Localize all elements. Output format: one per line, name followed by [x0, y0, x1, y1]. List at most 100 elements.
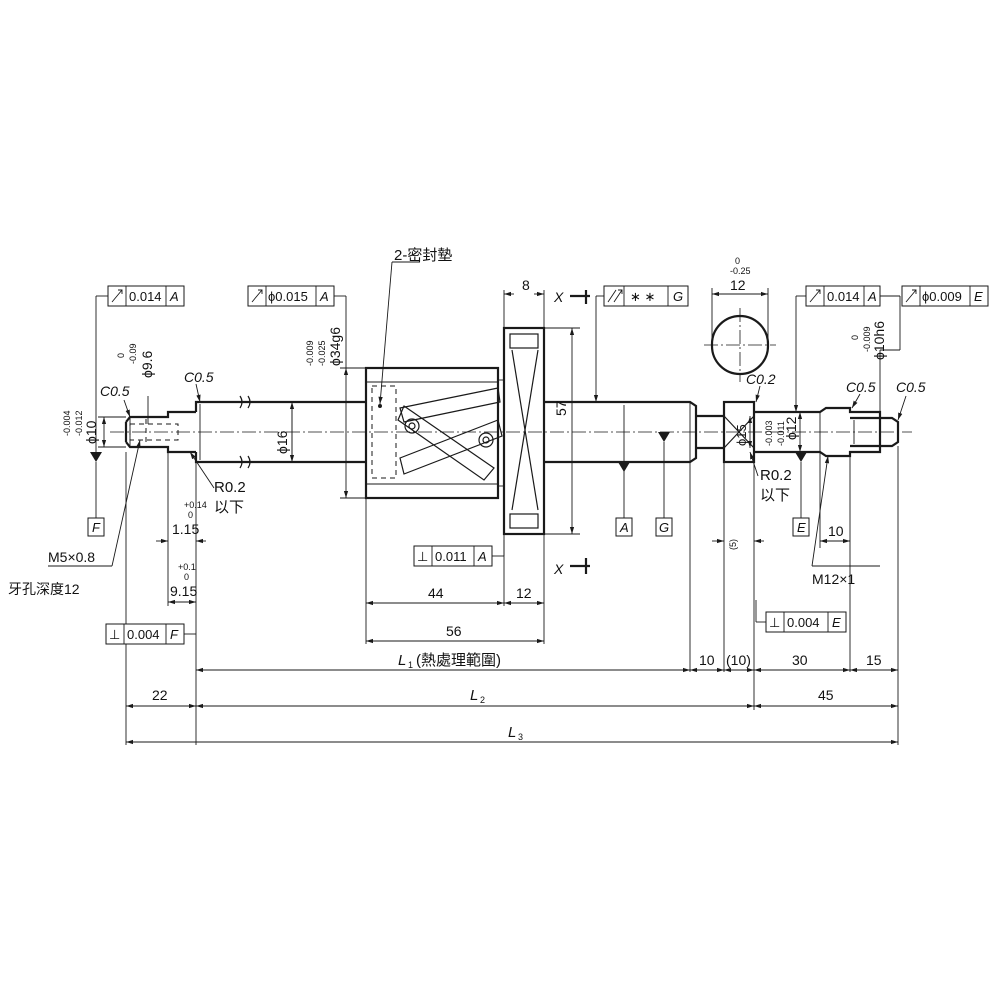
svg-text:E: E	[797, 520, 806, 535]
r02-right: R0.2	[760, 467, 792, 484]
dim-915: 9.15	[170, 583, 197, 599]
dim-57: 57	[553, 400, 569, 416]
dim-22: 22	[152, 687, 168, 703]
shaft-right-section	[544, 400, 698, 464]
perp-datum-f: F	[170, 627, 179, 642]
perp-value-nut: 0.011	[435, 549, 467, 564]
perp-datum-e: E	[832, 615, 841, 630]
perp-datum-nut: A	[477, 549, 487, 564]
l3-sub: 3	[518, 732, 523, 742]
tol-01-up: +0.1	[178, 562, 196, 572]
dim-115: 1.15	[172, 521, 199, 537]
nut-flange	[498, 326, 546, 536]
datum-box-a: A	[615, 517, 633, 537]
chamfer-c05-a: C0.5	[100, 383, 130, 399]
dim-45: 45	[818, 687, 834, 703]
dim-30: 30	[792, 652, 808, 668]
phi12-label: ϕ12	[783, 416, 799, 440]
dim-5: (5)	[728, 539, 738, 550]
dim-8: 8	[522, 277, 530, 293]
svg-text:F: F	[92, 520, 101, 535]
tolerance-frame-right: 0.014 A	[805, 285, 881, 307]
tol-114-lo: 0	[188, 510, 193, 520]
phi10-tol-lo: -0.012	[74, 410, 84, 436]
tolerance-frame-phi009: ϕ0.009 E	[901, 285, 989, 307]
phi96-tol-up: 0	[116, 353, 126, 358]
tol-datum-right: A	[867, 289, 877, 304]
tolerance-frame-phi015: ϕ0.015 A	[247, 285, 335, 307]
m12-label: M12×1	[812, 571, 855, 587]
tol-114-up: +0.14	[184, 500, 207, 510]
phi96-label: ϕ9.6	[139, 350, 155, 378]
phi10-label: ϕ10	[83, 420, 99, 444]
dim-12-tol-lo: -0.25	[730, 266, 751, 276]
phi34-tol-lo: -0.025	[317, 340, 327, 366]
left-end-bottom	[125, 441, 196, 454]
dimension-lines	[98, 288, 899, 745]
dim-10-a: 10	[699, 652, 715, 668]
phi10-tol-up: -0.004	[62, 410, 72, 436]
tol-datum-phi009: E	[974, 289, 983, 304]
perp-frame-f: ⊥ 0.004 F	[105, 623, 185, 645]
right-thread	[850, 416, 900, 448]
dim-56: 56	[446, 623, 462, 639]
m5-depth-label: 牙孔深度12	[8, 581, 80, 597]
tolerance-frame-parallel: ∗ ∗ G	[603, 285, 689, 307]
ika-right: 以下	[760, 487, 790, 504]
perp-frame-nut: ⊥ 0.011 A	[413, 545, 493, 567]
ika-left: 以下	[214, 499, 244, 516]
l2-sub: 2	[480, 695, 485, 705]
perp-symbol-f: ⊥	[109, 627, 120, 642]
bearing-seat	[722, 400, 756, 464]
phi34-tol-up: -0.009	[305, 340, 315, 366]
dim-44: 44	[428, 585, 444, 601]
m5-label: M5×0.8	[48, 549, 95, 565]
section-x-marks: X X	[553, 289, 590, 577]
chamfer-c05-c: C0.5	[846, 379, 876, 395]
phi10h6-label: ϕ10h6	[871, 321, 887, 360]
l1-label: L	[398, 652, 406, 669]
dim-15: 15	[866, 652, 882, 668]
l1-sub: 1	[408, 660, 413, 670]
phi10h6-tol-up: 0	[850, 335, 860, 340]
datum-box-f: F	[87, 517, 105, 537]
tol-value-parallel: ∗ ∗	[630, 289, 655, 304]
return-tube	[397, 387, 503, 481]
dim-12-tol-up: 0	[735, 256, 740, 266]
shaft-top-edge	[194, 400, 366, 412]
datum-box-g: G	[655, 517, 673, 537]
perp-value-f: 0.004	[127, 627, 160, 642]
tol-value-right: 0.014	[827, 289, 860, 304]
phi10h6-tol-lo: -0.009	[862, 326, 872, 352]
tol-datum-phi015: A	[319, 289, 329, 304]
svg-text:A: A	[619, 520, 629, 535]
section-x-top: X	[553, 289, 564, 305]
labels: 2-密封墊 8 0 -0.25 12 ϕ9.6 0 -0.09 ϕ10 -0.0…	[8, 247, 926, 742]
tol-datum-left: A	[169, 289, 179, 304]
l3-label: L	[508, 724, 516, 741]
chamfer-c02: C0.2	[746, 371, 776, 387]
dim-10-b: (10)	[726, 652, 751, 668]
phi12-tol-lo: -0.011	[776, 421, 786, 446]
seal-label: 2-密封墊	[394, 247, 452, 264]
dim-10-small: 10	[828, 523, 844, 539]
datum-box-e: E	[792, 517, 810, 537]
tol-value-left: 0.014	[129, 289, 162, 304]
phi15-label: ϕ15	[734, 424, 749, 446]
tol-datum-parallel: G	[673, 289, 683, 304]
r02-left: R0.2	[214, 479, 246, 496]
perp-symbol-nut: ⊥	[417, 549, 428, 564]
dim-12-top: 12	[730, 277, 746, 293]
phi96-tol-lo: -0.09	[128, 343, 138, 364]
chamfer-c05-d: C0.5	[896, 379, 926, 395]
perp-value-e: 0.004	[787, 615, 820, 630]
phi12-tol-up: -0.003	[764, 420, 774, 446]
section-x-bottom: X	[553, 561, 564, 577]
perp-symbol-e: ⊥	[769, 615, 780, 630]
datum-markers	[48, 261, 907, 635]
left-end-top	[125, 410, 196, 423]
tolerance-frame-left: 0.014 A	[107, 285, 185, 307]
tol-value-phi015: ϕ0.015	[268, 289, 308, 304]
l2-label: L	[470, 687, 478, 704]
